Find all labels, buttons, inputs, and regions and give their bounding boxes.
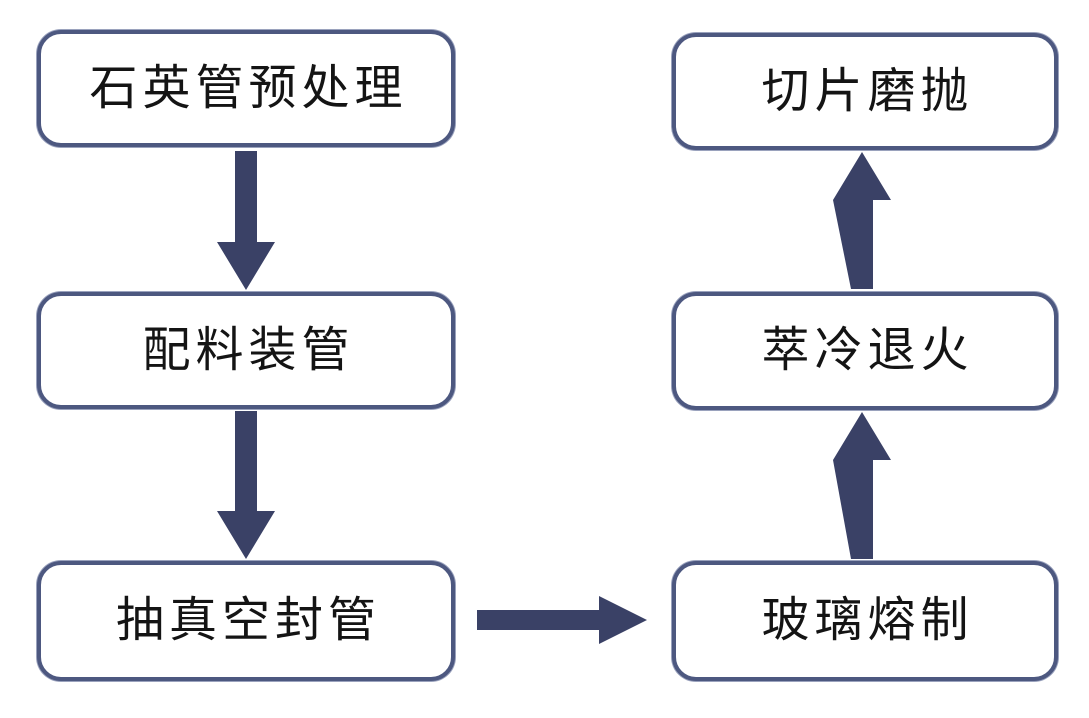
arrow-down-icon: [217, 151, 275, 290]
node-vacuum-pumping-and-tube-sealing: 抽真空封管: [37, 561, 455, 681]
node-label: 切片磨抛: [761, 64, 974, 118]
arrow-shape: [833, 412, 891, 559]
node-label: 抽真空封管: [115, 594, 381, 647]
arrow-up-icon: [833, 152, 891, 289]
node-label: 萃冷退火: [761, 324, 974, 377]
node-label: 石英管预处理: [89, 61, 408, 115]
node-label: 配料装管: [142, 323, 355, 377]
node-quartz-tube-pretreatment: 石英管预处理: [37, 30, 455, 147]
node-batching-and-tube-loading: 配料装管: [37, 292, 455, 409]
node-label: 玻璃熔制: [761, 594, 974, 647]
arrow-shape: [833, 152, 891, 289]
arrow-shape: [217, 411, 275, 559]
arrow-down-icon: [217, 411, 275, 559]
arrow-up-icon: [833, 412, 891, 559]
node-slicing-and-polishing: 切片磨抛: [672, 33, 1058, 150]
node-quench-cooling-and-annealing: 萃冷退火: [672, 292, 1058, 410]
arrow-right-icon: [477, 596, 647, 644]
node-glass-melting: 玻璃熔制: [672, 561, 1058, 681]
arrow-shape: [477, 596, 647, 644]
arrow-shape: [217, 151, 275, 290]
